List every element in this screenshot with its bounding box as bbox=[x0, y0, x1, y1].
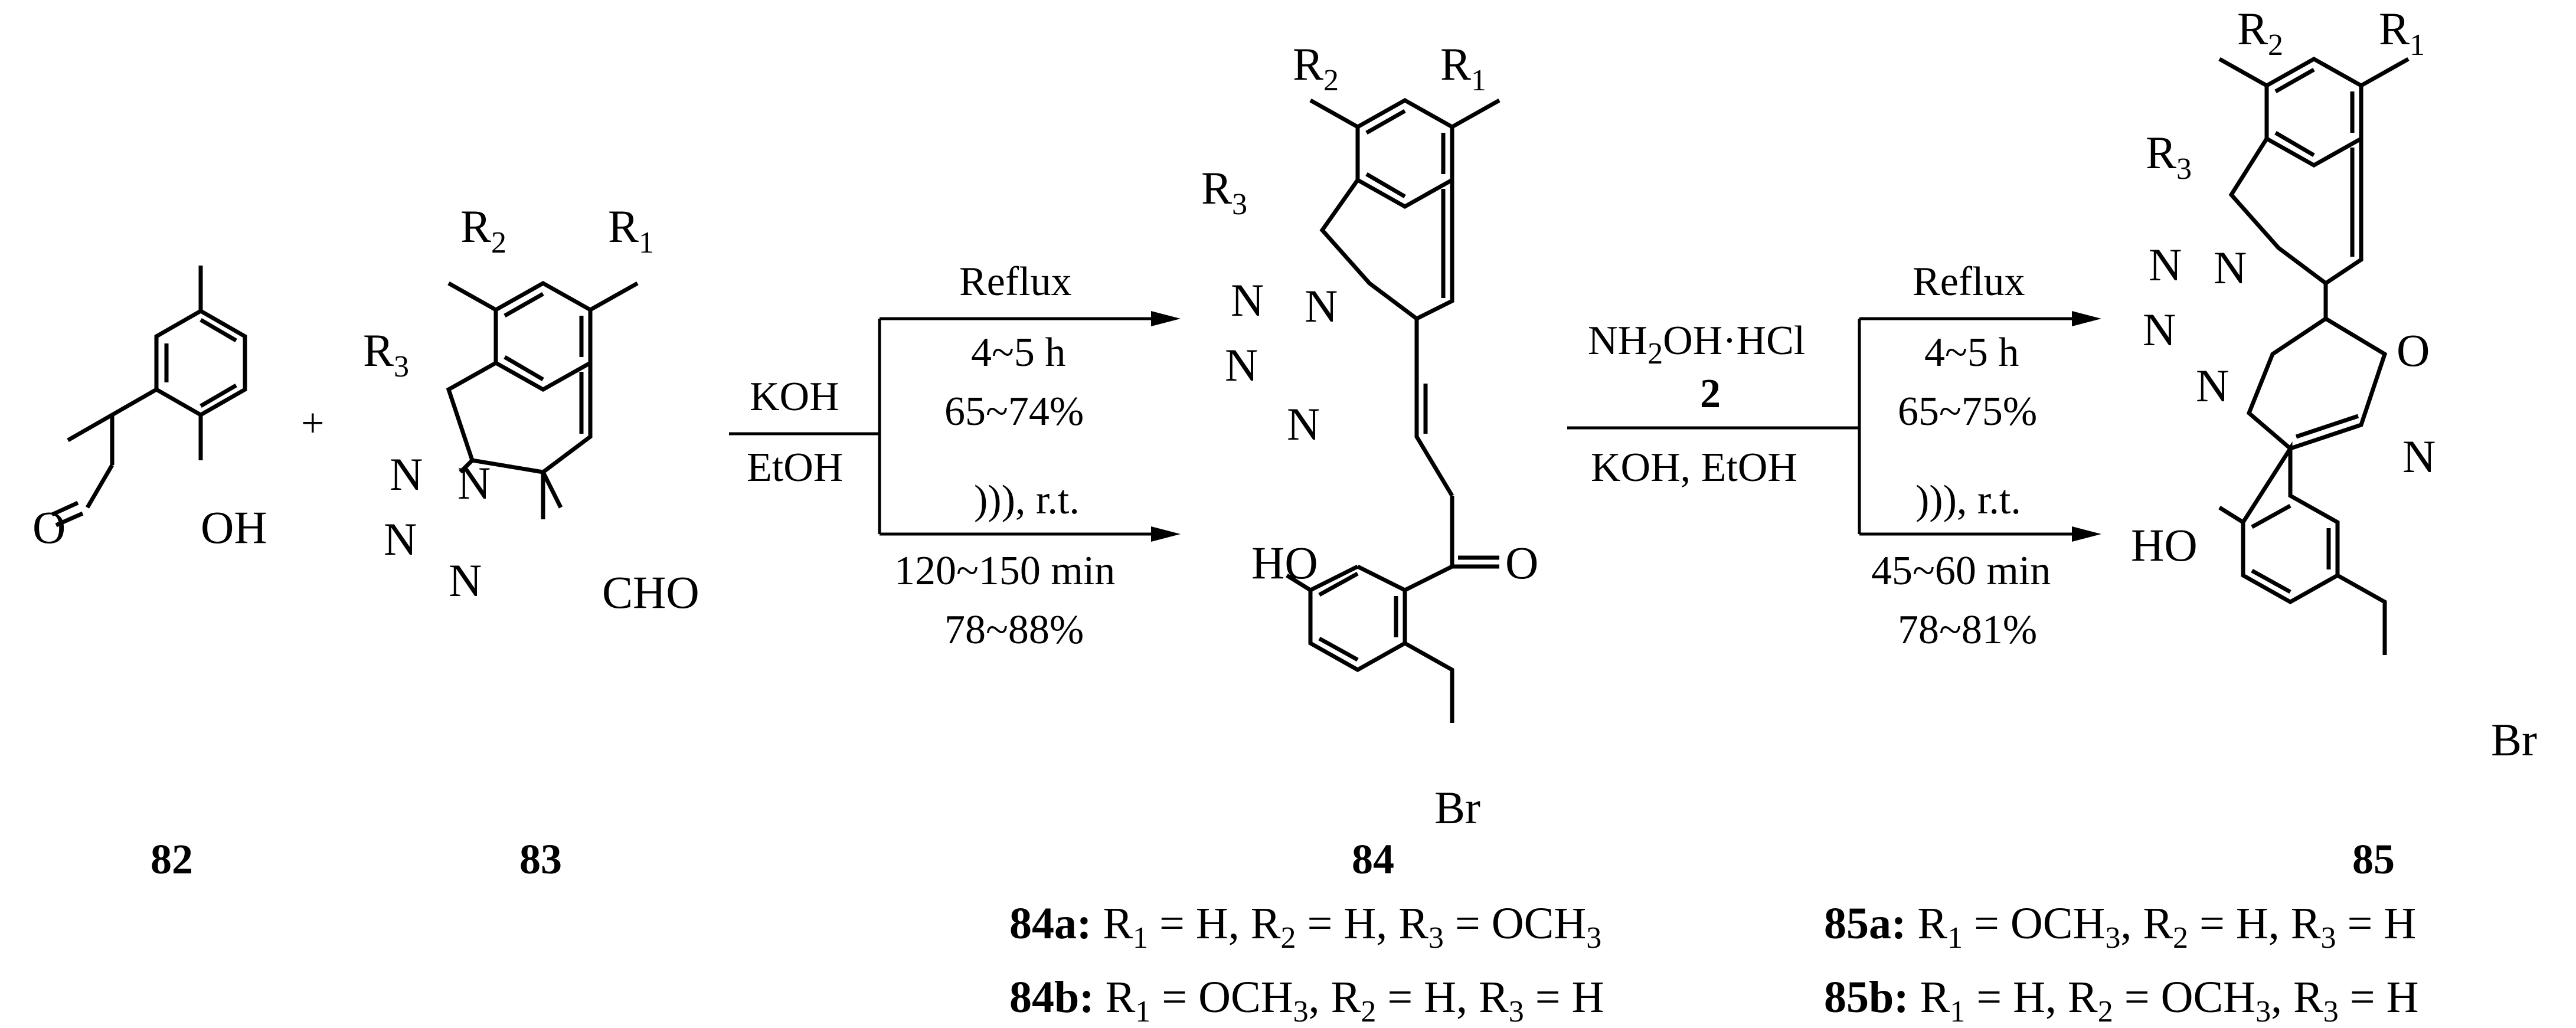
compound-83-r2: R2 bbox=[460, 201, 506, 260]
compound-82-ketone-o: O bbox=[32, 502, 66, 553]
step-2-reagent-koh-etoh: KOH, EtOH bbox=[1591, 445, 1797, 490]
compound-84-n1: N bbox=[1305, 280, 1338, 332]
compound-84-br: Br bbox=[1434, 782, 1480, 833]
compound-84-o: O bbox=[1505, 537, 1538, 588]
compound-82-oh: OH bbox=[201, 502, 267, 553]
compound-82-label: 82 bbox=[151, 836, 193, 883]
compound-85-r3: R3 bbox=[2146, 127, 2192, 186]
step-2-lower-time: 45~60 min bbox=[1871, 548, 2051, 594]
compound-84-label: 84 bbox=[1352, 836, 1394, 883]
compound-84-n3: N bbox=[1225, 339, 1258, 391]
step-1-reagent-etoh: EtOH bbox=[747, 445, 843, 490]
step-2-arrows bbox=[1567, 311, 2101, 542]
compound-85-isoxazoline-o: O bbox=[2397, 325, 2430, 376]
compound-84-structure: R2 R1 R3 N N N N HO O Br bbox=[1201, 38, 1538, 833]
compound-83-n2: N bbox=[390, 448, 423, 500]
step-1-reagent-koh: KOH bbox=[750, 374, 839, 420]
variant-85b: 85b: R1 = H, R2 = OCH3, R3 = H bbox=[1824, 973, 2419, 1028]
compound-84-r3: R3 bbox=[1201, 162, 1247, 221]
step-2-lower-yield: 78~81% bbox=[1898, 607, 2037, 653]
step-1-upper-yield: 65~74% bbox=[944, 389, 1084, 434]
compound-85-structure: R2 R1 R3 N N N N O N HO Br bbox=[2131, 3, 2537, 765]
step-1-upper-time: 4~5 h bbox=[971, 330, 1065, 375]
compound-84-ho: HO bbox=[1251, 537, 1318, 588]
step-2-upper-method: Reflux bbox=[1913, 259, 2025, 305]
compound-85-n3: N bbox=[2143, 304, 2176, 355]
compound-83-n4: N bbox=[449, 555, 482, 606]
compound-85-r2: R2 bbox=[2237, 3, 2283, 62]
compound-84-n2: N bbox=[1231, 274, 1264, 326]
compound-83-cho: CHO bbox=[602, 567, 699, 618]
variant-85a: 85a: R1 = OCH3, R2 = H, R3 = H bbox=[1824, 899, 2416, 955]
compound-84-n4: N bbox=[1287, 398, 1320, 450]
compound-83-r3: R3 bbox=[363, 325, 409, 384]
compound-85-ho: HO bbox=[2131, 519, 2198, 571]
variant-84b: 84b: R1 = OCH3, R2 = H, R3 = H bbox=[1009, 973, 1604, 1028]
compound-85-label: 85 bbox=[2352, 836, 2395, 883]
step-2-lower-method: ))), r.t. bbox=[1915, 477, 2021, 523]
step-2-reagent-compound-2: 2 bbox=[1700, 371, 1721, 417]
compound-83-structure: R2 R1 R3 N N N N CHO bbox=[363, 201, 699, 618]
compound-85-br: Br bbox=[2491, 714, 2537, 765]
compound-85-n2: N bbox=[2149, 239, 2182, 290]
compound-85-isoxazoline-n: N bbox=[2402, 431, 2436, 482]
compound-85-r1: R1 bbox=[2379, 3, 2425, 62]
step-2-reagent-hydroxylamine: NH2OH·HCl bbox=[1588, 318, 1805, 371]
step-1-lower-method: ))), r.t. bbox=[974, 477, 1080, 523]
compound-83-label: 83 bbox=[519, 836, 562, 883]
variant-84a: 84a: R1 = H, R2 = H, R3 = OCH3 bbox=[1009, 899, 1601, 955]
compound-83-r1: R1 bbox=[608, 201, 654, 260]
compound-83-n1: N bbox=[457, 457, 491, 509]
compound-84-r2: R2 bbox=[1293, 38, 1339, 97]
step-1-arrows bbox=[729, 311, 1181, 542]
step-1-lower-time: 120~150 min bbox=[894, 548, 1115, 594]
compound-85-n1: N bbox=[2214, 242, 2247, 293]
step-1-lower-yield: 78~88% bbox=[944, 607, 1084, 653]
compound-85-n4: N bbox=[2196, 360, 2229, 411]
compound-84-r1: R1 bbox=[1440, 38, 1486, 97]
step-2-upper-yield: 65~75% bbox=[1898, 389, 2037, 434]
compound-83-n3: N bbox=[384, 513, 417, 565]
step-1-upper-method: Reflux bbox=[959, 259, 1072, 305]
plus-sign: + bbox=[301, 401, 324, 446]
compound-82-structure: O OH bbox=[32, 266, 267, 553]
step-2-upper-time: 4~5 h bbox=[1924, 330, 2019, 375]
